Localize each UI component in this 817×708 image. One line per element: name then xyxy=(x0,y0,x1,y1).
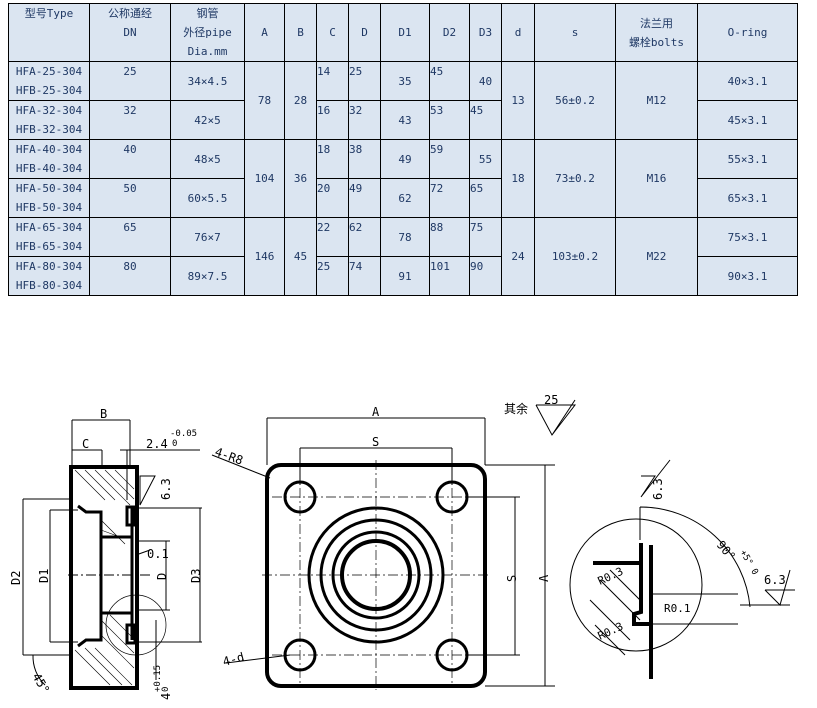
cell-s: 56±0.2 xyxy=(534,61,616,140)
header-d1: D1 xyxy=(380,3,430,62)
dim-d: D xyxy=(155,573,169,580)
header-d3: D3 xyxy=(469,3,502,62)
cell-dn: 80 xyxy=(89,256,171,296)
radius-r03-top: R0.3 xyxy=(596,565,626,588)
cell-d3: 55 xyxy=(469,139,502,179)
cell-oring: 65×3.1 xyxy=(697,178,798,218)
label-holes: 4-d xyxy=(221,650,246,669)
cell-oring: 40×3.1 xyxy=(697,61,798,101)
cell-pipe: 34×4.5 xyxy=(170,61,245,101)
cell-s: 103±0.2 xyxy=(534,217,616,296)
cell-small-d: 18 xyxy=(501,139,535,218)
header-c: C xyxy=(316,3,349,62)
cell-c: 25 xyxy=(316,256,349,296)
cell-dn: 65 xyxy=(89,217,171,257)
dim-flat: 0.1 xyxy=(147,547,169,561)
cell-bolts: M16 xyxy=(615,139,698,218)
rough-detail-top: 6.3 xyxy=(651,478,665,500)
cell-d1: 91 xyxy=(380,256,430,296)
cell-oring: 90×3.1 xyxy=(697,256,798,296)
cell-d: 74 xyxy=(348,256,381,296)
dim-d3: D3 xyxy=(189,569,203,583)
cell-d3: 65 xyxy=(469,178,502,218)
side-view xyxy=(22,419,202,690)
cell-d3: 75 xyxy=(469,217,502,257)
dim-groove: 2.4 xyxy=(146,437,168,451)
dim-chamfer: 45° xyxy=(29,671,52,697)
radius-r01: R0.1 xyxy=(664,602,691,615)
cell-d1: 43 xyxy=(380,100,430,140)
cell-oring: 55×3.1 xyxy=(697,139,798,179)
cell-d2: 45 xyxy=(429,61,470,101)
detail-view xyxy=(569,459,795,679)
cell-d: 62 xyxy=(348,217,381,257)
dim-groove-tol-lower: 0 xyxy=(172,439,177,449)
dim-a: A xyxy=(372,405,380,419)
cell-dn: 40 xyxy=(89,139,171,179)
dim-s-vertical: S xyxy=(505,575,519,582)
dim-d2: D2 xyxy=(9,571,23,585)
radius-r03-bottom: R0.3 xyxy=(596,620,626,643)
cell-dn: 25 xyxy=(89,61,171,101)
dim-b: B xyxy=(100,407,107,421)
header-a: A xyxy=(244,3,285,62)
dim-s: S xyxy=(372,435,379,449)
cell-a: 146 xyxy=(244,217,285,296)
front-view xyxy=(211,399,577,690)
dim-d1: D1 xyxy=(37,569,51,583)
dim-depth-tol-upper: +0.15 xyxy=(153,665,163,692)
label-radius: 4-R8 xyxy=(213,445,245,468)
dim-a-vertical: A xyxy=(537,574,551,582)
cell-oring: 75×3.1 xyxy=(697,217,798,257)
label-rest: 其余 xyxy=(504,401,528,416)
cell-pipe: 76×7 xyxy=(170,217,245,257)
dim-depth: 4 xyxy=(159,693,173,700)
cell-d1: 78 xyxy=(380,217,430,257)
cell-d1: 62 xyxy=(380,178,430,218)
header-oring: O-ring xyxy=(697,3,798,62)
cell-dn: 50 xyxy=(89,178,171,218)
rough-detail-right: 6.3 xyxy=(764,573,786,587)
cell-d2: 88 xyxy=(429,217,470,257)
cell-d1: 49 xyxy=(380,139,430,179)
header-type: 型号Type xyxy=(8,3,90,62)
rough-rest: 25 xyxy=(544,393,558,407)
header-d2: D2 xyxy=(429,3,470,62)
cell-d3: 90 xyxy=(469,256,502,296)
cell-c: 18 xyxy=(316,139,349,179)
cell-s: 73±0.2 xyxy=(534,139,616,218)
cell-bolts: M12 xyxy=(615,61,698,140)
dim-groove-tol-upper: -0.05 xyxy=(170,429,197,439)
cell-d2: 53 xyxy=(429,100,470,140)
cell-d: 25 xyxy=(348,61,381,101)
cell-d1: 35 xyxy=(380,61,430,101)
cell-a: 104 xyxy=(244,139,285,218)
dim-depth-tol-lower: 0 xyxy=(161,687,171,692)
cell-a: 78 xyxy=(244,61,285,140)
cell-c: 20 xyxy=(316,178,349,218)
cell-pipe: 48×5 xyxy=(170,139,245,179)
cell-c: 14 xyxy=(316,61,349,101)
cell-d3: 45 xyxy=(469,100,502,140)
dim-c: C xyxy=(82,437,89,451)
cell-bolts: M22 xyxy=(615,217,698,296)
cell-c: 22 xyxy=(316,217,349,257)
cell-pipe: 89×7.5 xyxy=(170,256,245,296)
cell-d2: 101 xyxy=(429,256,470,296)
rough-side: 6.3 xyxy=(159,478,173,500)
